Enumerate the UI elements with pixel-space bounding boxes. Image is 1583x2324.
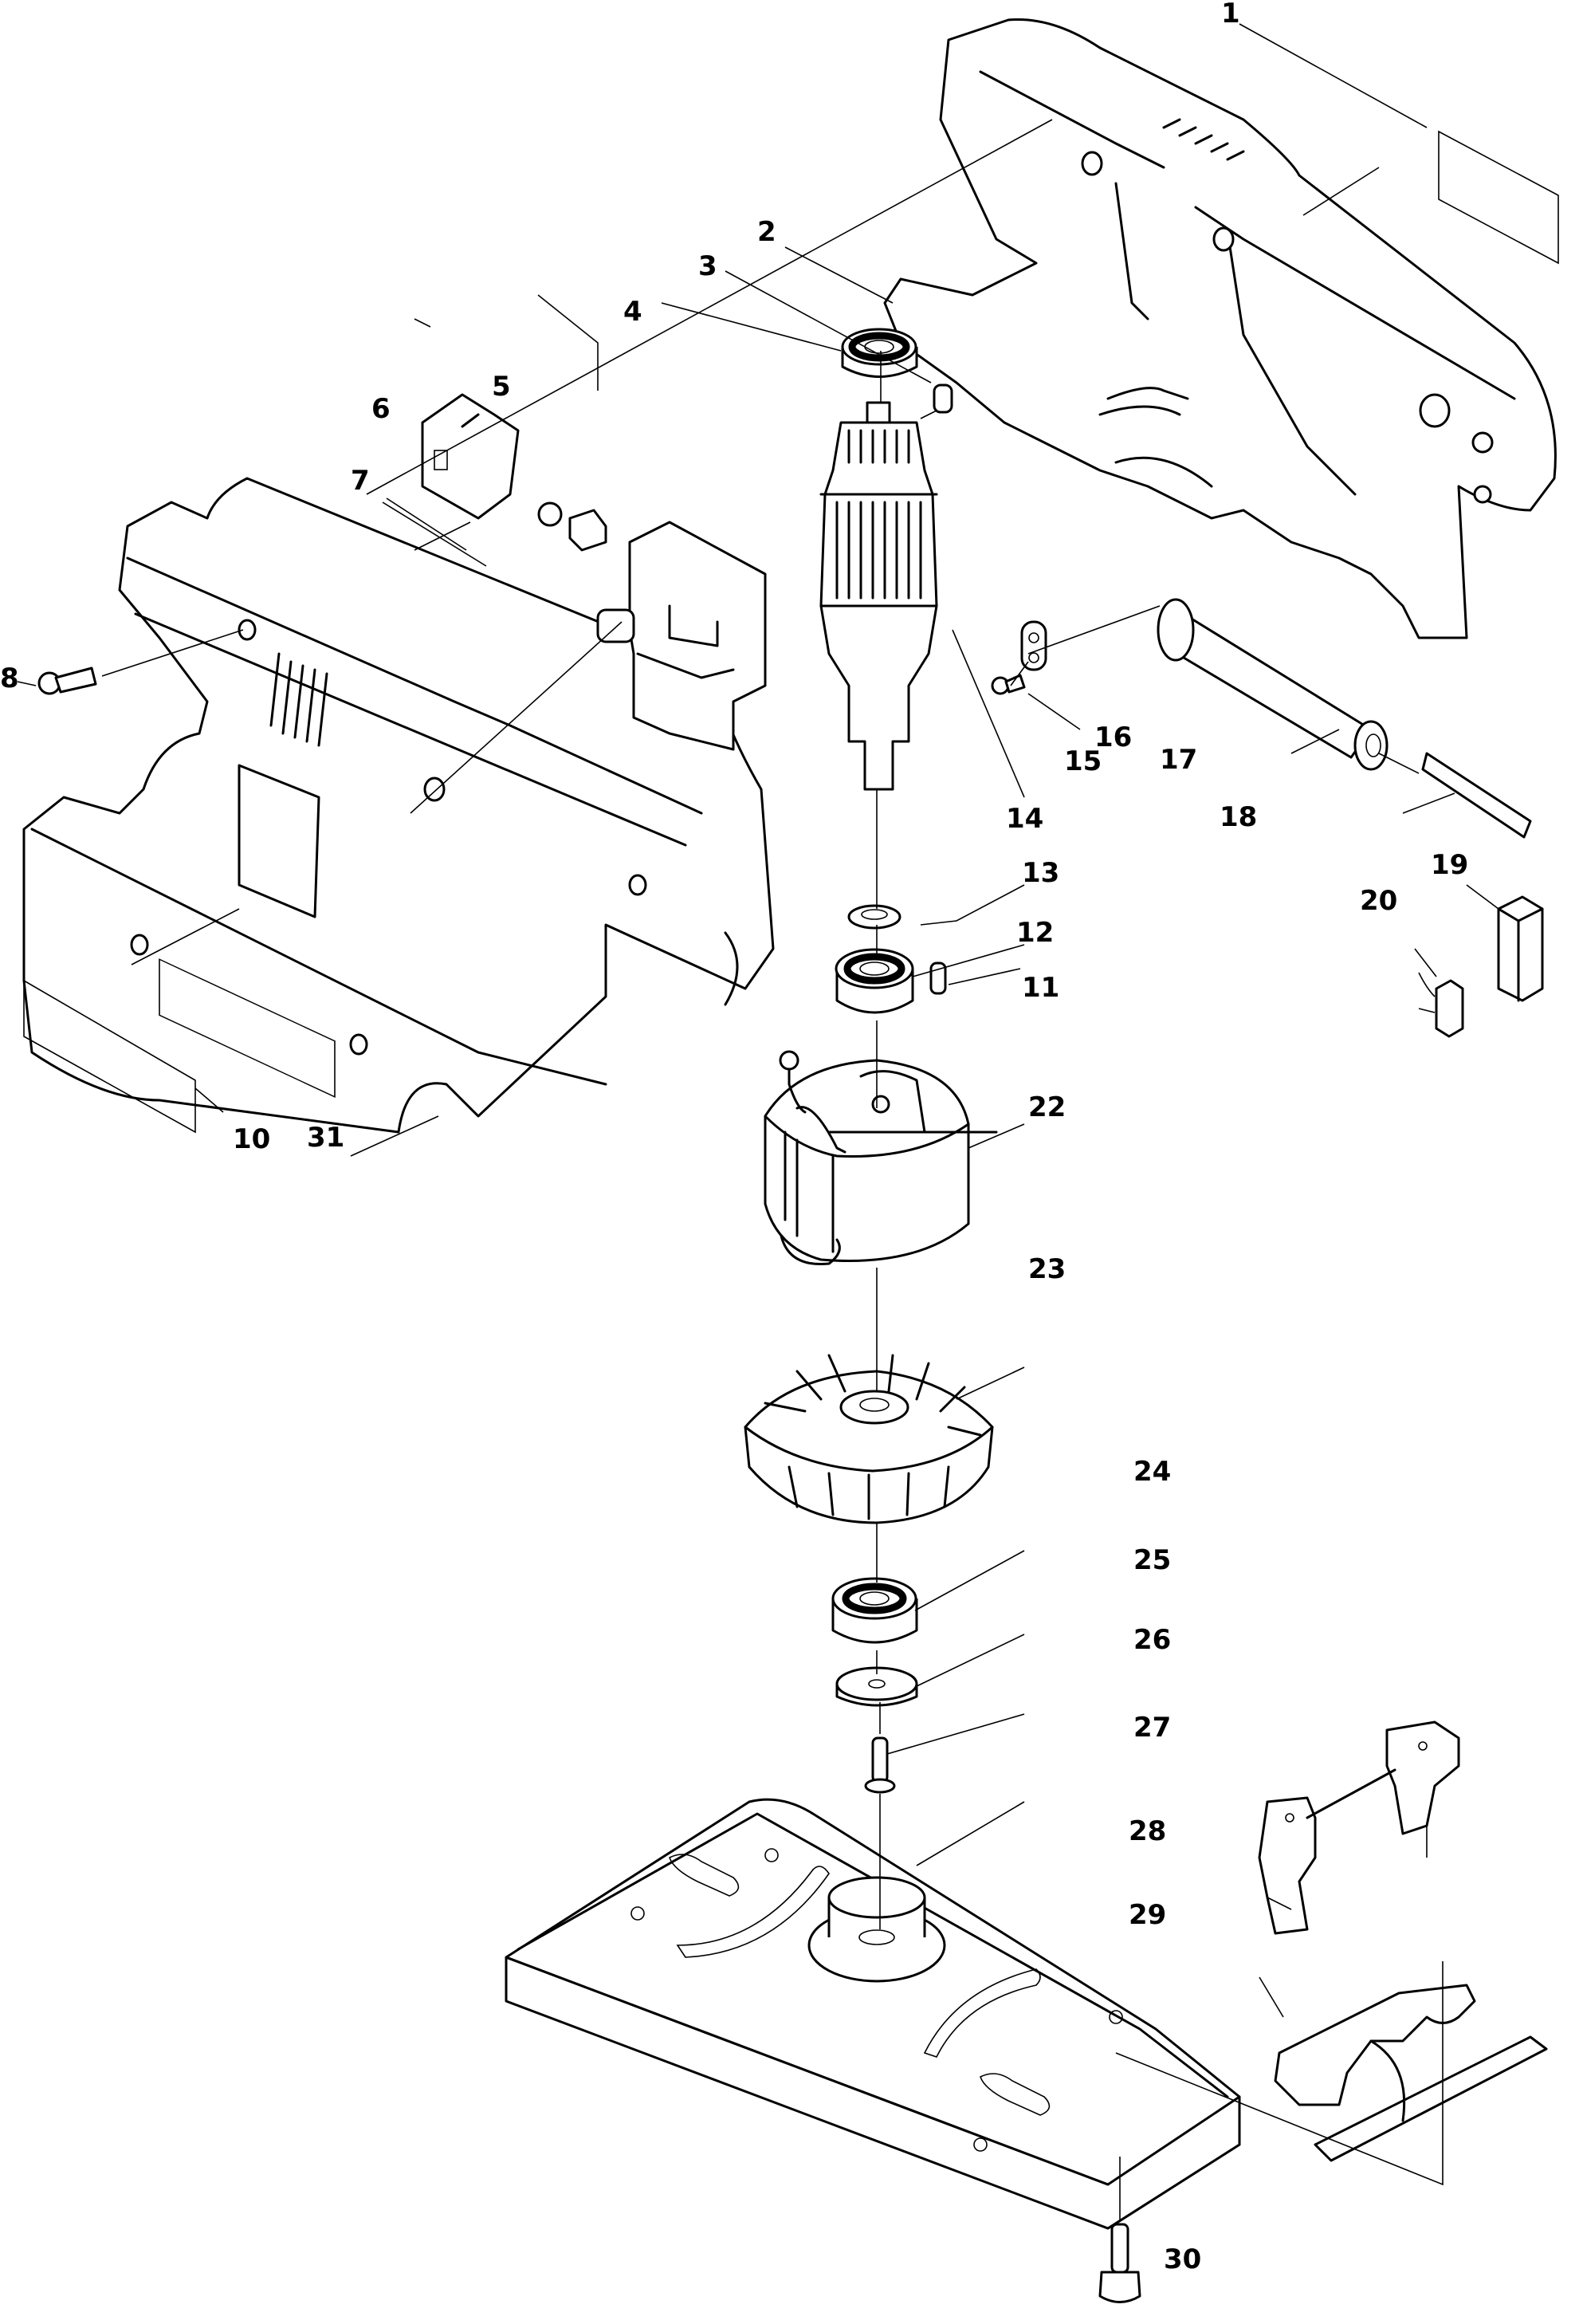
part-bearing-24 (831, 1577, 918, 1644)
label-12: 12 (1016, 917, 1054, 949)
label-18: 18 (1220, 801, 1257, 833)
part-housing-right (883, 18, 1557, 639)
label-2: 2 (757, 216, 776, 248)
label-8: 8 (0, 663, 19, 694)
part-nameplate-1 (1438, 130, 1559, 265)
label-20: 20 (1360, 885, 1397, 917)
label-26: 26 (1133, 1624, 1171, 1656)
label-3: 3 (698, 250, 717, 282)
label-5: 5 (492, 371, 511, 403)
part-field-stator (764, 1050, 998, 1266)
label-19: 19 (1431, 849, 1468, 881)
part-carbon-brush (537, 501, 607, 552)
part-fan (744, 1354, 994, 1524)
label-14: 14 (1006, 803, 1043, 835)
label-6: 6 (371, 393, 391, 425)
part-switch (596, 521, 767, 751)
label-28: 28 (1129, 1815, 1166, 1847)
part-clamp-lever (1274, 1984, 1548, 2162)
part-pad-base (505, 1798, 1241, 2230)
label-24: 24 (1133, 1456, 1171, 1488)
part-screw-8 (37, 667, 97, 695)
label-23: 23 (1028, 1253, 1066, 1285)
label-25: 25 (1133, 1544, 1171, 1576)
label-27: 27 (1133, 1712, 1171, 1744)
part-switch-block-19 (1497, 895, 1544, 1002)
part-brush-holder (421, 393, 520, 520)
part-bearing-12 (835, 948, 914, 1014)
label-1: 1 (1221, 0, 1240, 29)
part-labels: 1 2 3 4 5 6 7 8 10 11 12 13 14 15 16 17 … (0, 0, 1468, 2275)
label-22: 22 (1028, 1091, 1066, 1123)
part-suppressor-20 (1418, 972, 1464, 1038)
label-10: 10 (233, 1123, 270, 1155)
part-armature (819, 401, 938, 791)
part-screw-30 (1098, 2223, 1141, 2303)
part-screw-15 (991, 674, 1026, 695)
part-power-cord-18 (1421, 752, 1532, 839)
label-4: 4 (623, 296, 642, 328)
part-pin-3 (933, 383, 953, 414)
label-13: 13 (1022, 857, 1059, 889)
label-31: 31 (307, 1122, 344, 1154)
label-11: 11 (1022, 972, 1059, 1004)
label-29: 29 (1129, 1899, 1166, 1931)
leader-lines (17, 23, 1499, 2220)
part-housing-left (22, 477, 775, 1134)
part-pin-holder (1258, 1720, 1460, 1935)
label-16: 16 (1094, 722, 1132, 753)
part-screw-26 (864, 1736, 896, 1794)
part-flat-washer-25 (835, 1666, 918, 1707)
part-washer-13 (847, 904, 901, 930)
part-nameplate-10 (23, 979, 196, 1134)
label-17: 17 (1160, 744, 1197, 776)
label-15: 15 (1064, 745, 1102, 777)
part-cord-clamp-16 (1020, 620, 1047, 671)
label-30: 30 (1164, 2243, 1201, 2275)
part-bearing-4 (841, 328, 918, 378)
part-cord-guard-17 (1157, 598, 1389, 771)
label-7: 7 (351, 465, 370, 497)
